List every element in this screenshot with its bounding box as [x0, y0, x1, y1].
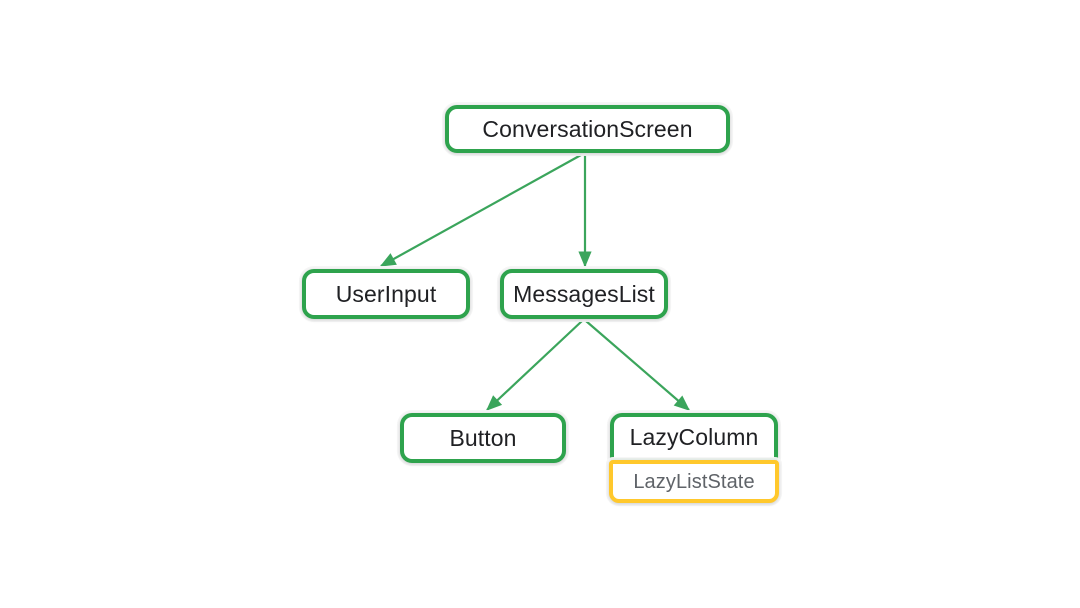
node-label: UserInput	[335, 280, 437, 307]
node-label: MessagesList	[513, 280, 655, 307]
node-messageslist[interactable]: MessagesList	[500, 269, 668, 319]
node-label: ConversationScreen	[482, 115, 693, 142]
node-lazycolumn[interactable]: LazyColumn	[610, 413, 778, 462]
edge-messageslist-lazycolumn	[585, 320, 690, 411]
node-label: LazyListState	[633, 470, 755, 493]
node-lazyliststate[interactable]: LazyListState	[609, 460, 779, 503]
node-userinput[interactable]: UserInput	[302, 269, 470, 319]
edge-conversationscreen-userinput	[379, 154, 582, 267]
node-conversationscreen[interactable]: ConversationScreen	[445, 105, 730, 153]
node-label: LazyColumn	[629, 424, 759, 450]
edge-messageslist-button	[486, 320, 583, 411]
node-label: Button	[449, 424, 517, 451]
node-button[interactable]: Button	[400, 413, 566, 463]
